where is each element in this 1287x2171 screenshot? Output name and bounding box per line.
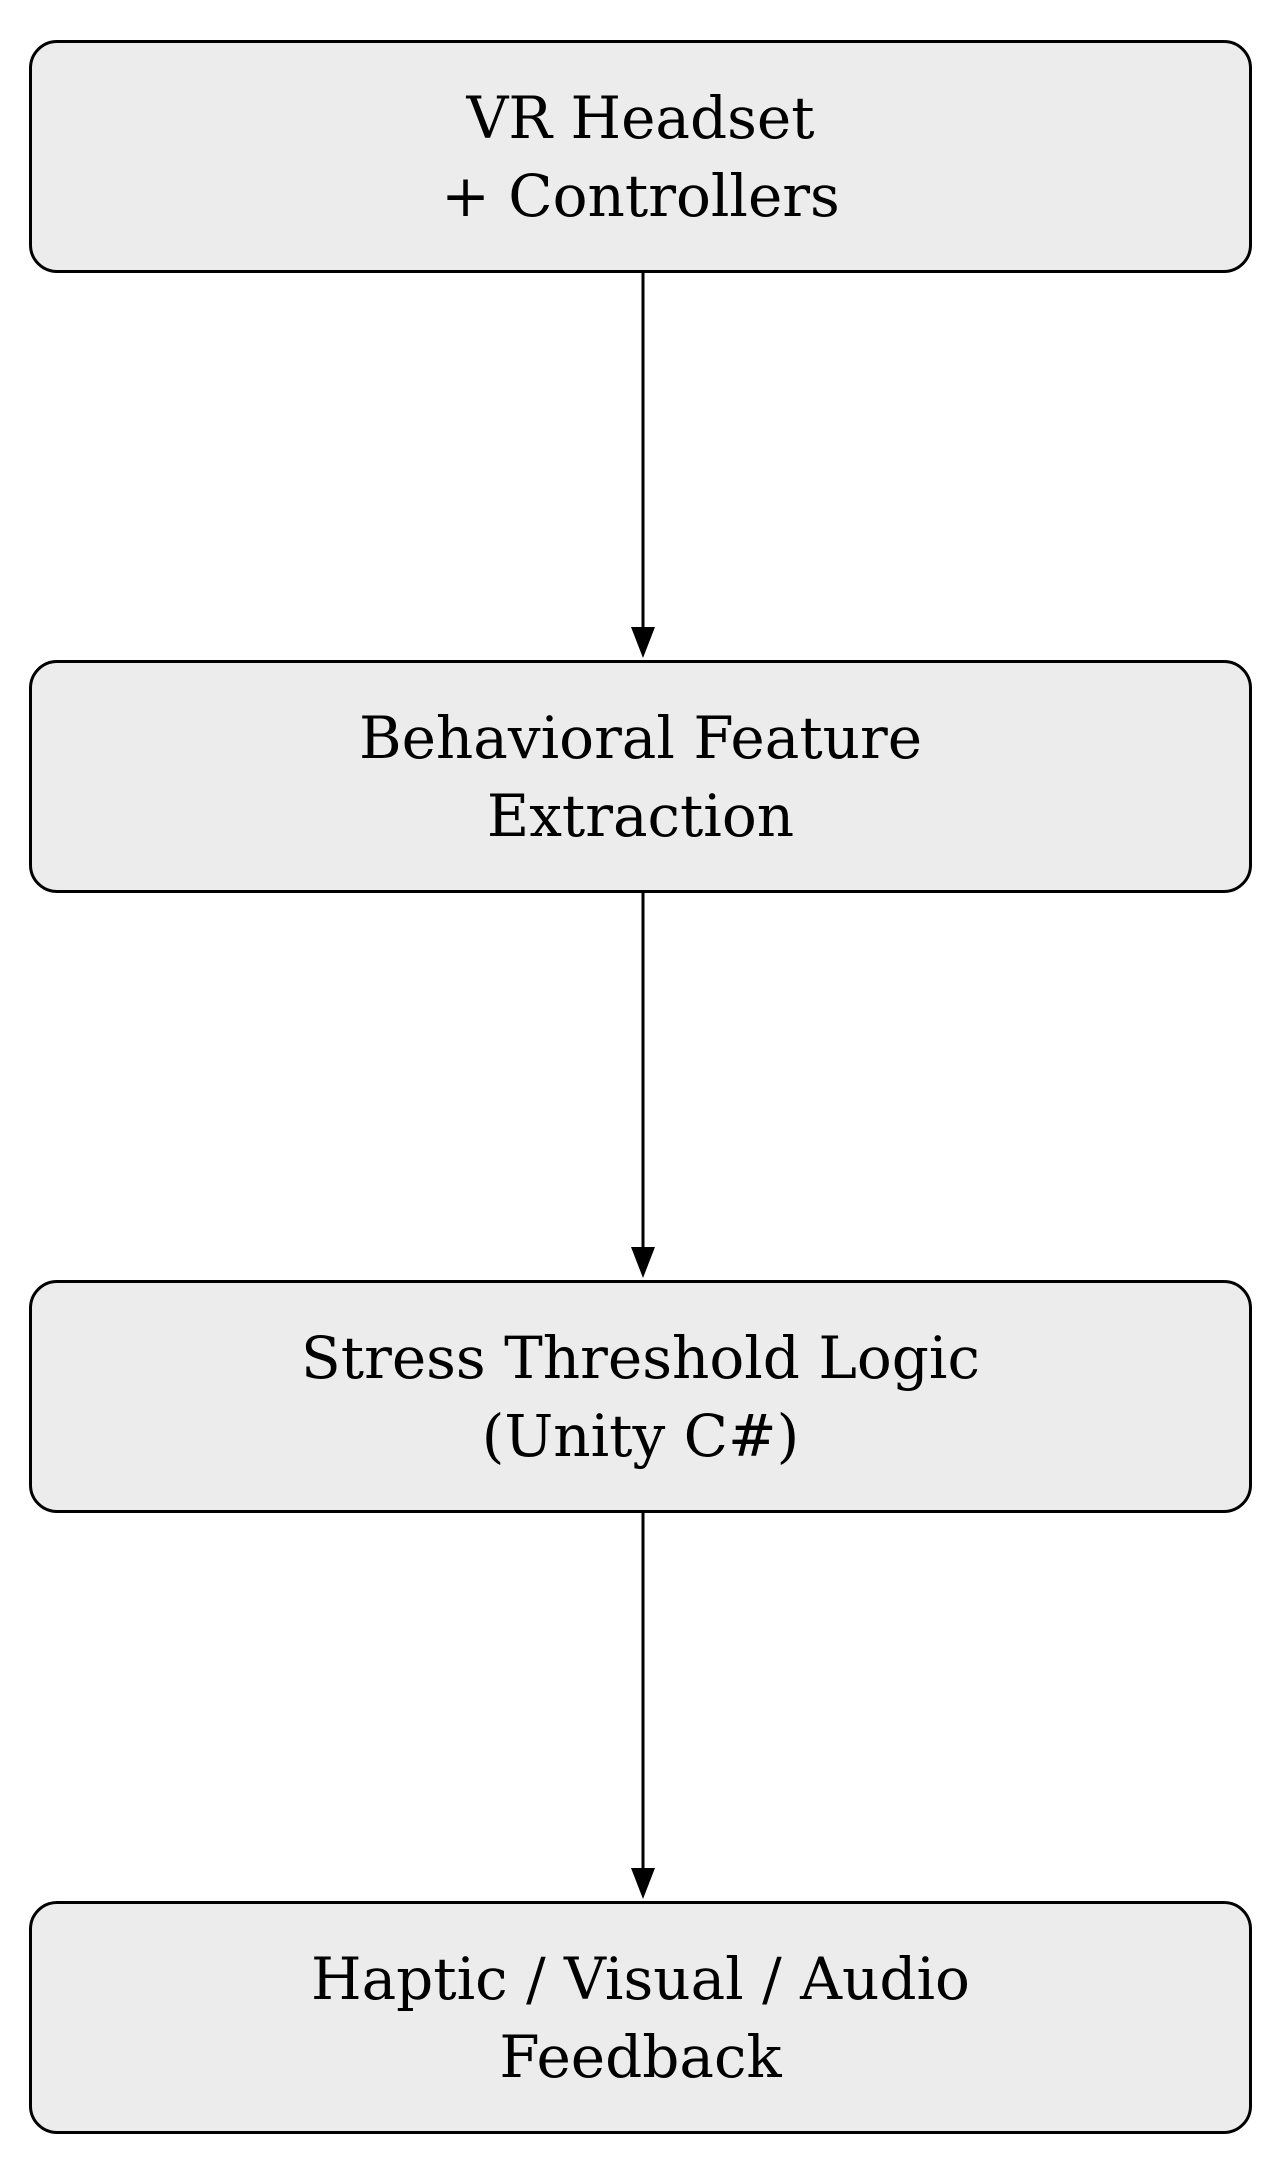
node-feedback-line-2: Feedback — [499, 2022, 782, 2091]
node-threshold-logic-line-2: (Unity C#) — [481, 1401, 800, 1470]
arrow-2 — [631, 893, 655, 1278]
node-feature-extraction: Behavioral Feature Extraction — [29, 660, 1252, 893]
node-feature-extraction-line-2: Extraction — [486, 781, 795, 850]
node-feature-extraction-line-1: Behavioral Feature — [358, 703, 923, 772]
node-threshold-logic-line-1: Stress Threshold Logic — [301, 1323, 980, 1392]
arrow-1 — [631, 273, 655, 658]
node-vr-headset: VR Headset + Controllers — [29, 40, 1252, 273]
node-vr-headset-line-2: + Controllers — [441, 161, 840, 230]
node-feedback-line-1: Haptic / Visual / Audio — [311, 1944, 970, 2013]
node-threshold-logic: Stress Threshold Logic (Unity C#) — [29, 1280, 1252, 1513]
arrow-3 — [631, 1513, 655, 1899]
node-vr-headset-line-1: VR Headset — [466, 83, 815, 152]
node-feedback: Haptic / Visual / Audio Feedback — [29, 1901, 1252, 2134]
